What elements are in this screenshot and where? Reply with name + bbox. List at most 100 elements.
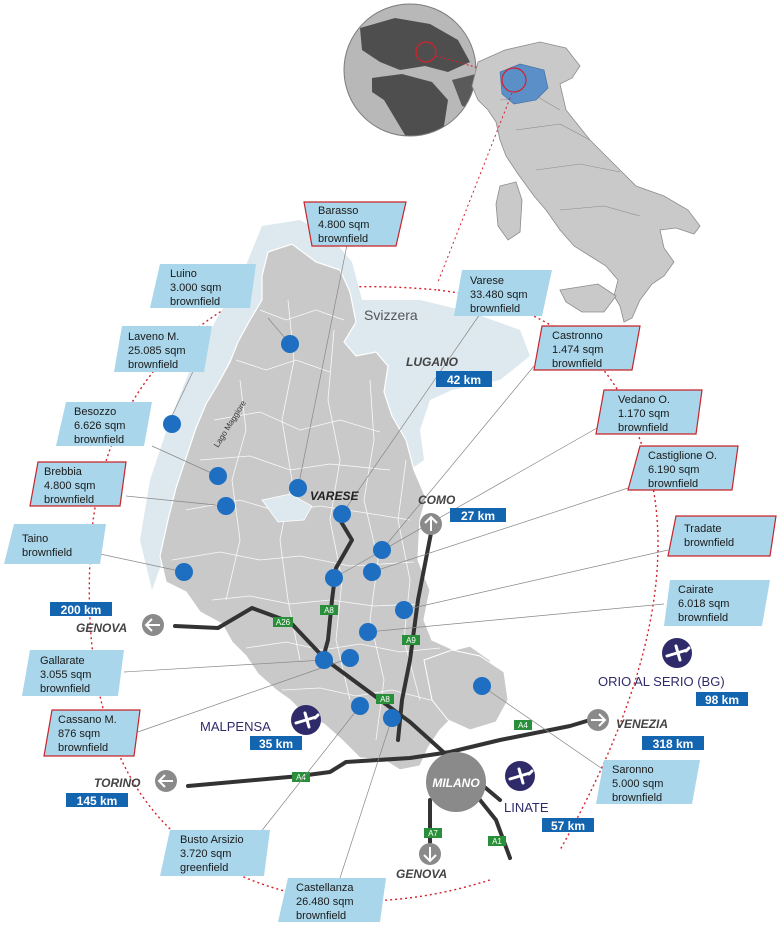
- svg-text:318 km: 318 km: [653, 737, 694, 751]
- svg-text:98 km: 98 km: [705, 693, 739, 707]
- svg-text:Taino: Taino: [22, 533, 48, 545]
- site-dot-busto[interactable]: [351, 697, 369, 715]
- callout-laveno[interactable]: Laveno M. 25.085 sqm brownfield: [114, 326, 212, 372]
- arrow-down-icon[interactable]: [419, 843, 441, 865]
- svg-text:33.480 sqm: 33.480 sqm: [470, 289, 527, 301]
- svg-text:5.000 sqm: 5.000 sqm: [612, 778, 663, 790]
- destination-lugano-name: LUGANO: [406, 355, 459, 369]
- italy-highlight-circle: [501, 67, 527, 93]
- site-dot-barasso[interactable]: [289, 479, 307, 497]
- destination-como-name: COMO: [418, 493, 456, 507]
- callout-saronno[interactable]: Saronno 5.000 sqm brownfield: [596, 760, 700, 804]
- callout-castellanza[interactable]: Castellanza 26.480 sqm brownfield: [278, 878, 386, 922]
- site-dot-gallarate[interactable]: [315, 651, 333, 669]
- site-dot-castellanza[interactable]: [383, 709, 401, 727]
- callout-cairate[interactable]: Cairate 6.018 sqm brownfield: [664, 580, 770, 626]
- svg-text:A4: A4: [518, 721, 528, 730]
- svg-text:brownfield: brownfield: [612, 792, 662, 804]
- svg-text:Vedano O.: Vedano O.: [618, 394, 670, 406]
- svg-text:brownfield: brownfield: [170, 296, 220, 308]
- svg-text:brownfield: brownfield: [74, 434, 124, 446]
- site-dot-laveno[interactable]: [163, 415, 181, 433]
- svg-text:Barasso: Barasso: [318, 205, 358, 217]
- site-dot-luino[interactable]: [281, 335, 299, 353]
- site-dot-taino[interactable]: [175, 563, 193, 581]
- arrow-up-icon[interactable]: [420, 513, 442, 535]
- arrow-left-icon[interactable]: [142, 614, 164, 636]
- site-dot-cairate[interactable]: [359, 623, 377, 641]
- callout-besozzo[interactable]: Besozzo 6.626 sqm brownfield: [56, 402, 152, 446]
- svg-text:Busto Arsizio: Busto Arsizio: [180, 834, 244, 846]
- airport-malpensa-name: MALPENSA: [200, 719, 271, 734]
- site-dot-besozzo[interactable]: [209, 467, 227, 485]
- svg-text:25.085 sqm: 25.085 sqm: [128, 345, 185, 357]
- airplane-icon[interactable]: [291, 705, 321, 735]
- svg-text:brownfield: brownfield: [296, 910, 346, 922]
- svg-text:A26: A26: [276, 618, 291, 627]
- site-dot-vedano[interactable]: [325, 569, 343, 587]
- distance-badge-genova-west: [50, 602, 112, 616]
- site-dot-brebbia[interactable]: [217, 497, 235, 515]
- svg-text:Luino: Luino: [170, 268, 197, 280]
- svg-text:brownfield: brownfield: [648, 478, 698, 490]
- svg-text:brownfield: brownfield: [58, 742, 108, 754]
- svg-text:4.800 sqm: 4.800 sqm: [44, 480, 95, 492]
- svg-text:26.480 sqm: 26.480 sqm: [296, 896, 353, 908]
- callout-castiglione[interactable]: Castiglione O. 6.190 sqm brownfield: [627, 445, 739, 491]
- callout-brebbia[interactable]: Brebbia 4.800 sqm brownfield: [29, 461, 127, 507]
- airplane-icon[interactable]: [505, 761, 535, 791]
- callout-castronno[interactable]: Castronno 1.474 sqm brownfield: [533, 325, 641, 371]
- highway-badge-a7: A7: [424, 828, 442, 838]
- callout-tradate[interactable]: Tradate brownfield: [667, 515, 777, 557]
- airport-orio-name: ORIO AL SERIO (BG): [598, 674, 725, 689]
- svg-text:Tradate: Tradate: [684, 523, 722, 535]
- svg-text:brownfield: brownfield: [318, 233, 368, 245]
- site-dot-saronno[interactable]: [473, 677, 491, 695]
- highway-badge-a26: A26: [273, 617, 293, 627]
- site-dot-castiglione[interactable]: [363, 563, 381, 581]
- distance-badge-orio: [696, 692, 748, 706]
- arrow-right-icon[interactable]: [587, 709, 609, 731]
- callout-busto[interactable]: Busto Arsizio 3.720 sqm greenfield: [160, 830, 270, 876]
- distance-badge-venezia: [642, 736, 704, 750]
- milano-hub[interactable]: MILANO: [426, 752, 486, 812]
- airplane-icon[interactable]: [662, 638, 692, 668]
- svg-text:42 km: 42 km: [447, 373, 481, 387]
- svg-text:A7: A7: [428, 829, 438, 838]
- airport-linate-name: LINATE: [504, 800, 549, 815]
- callout-cassano[interactable]: Cassano M. 876 sqm brownfield: [43, 709, 141, 757]
- highway-badge-a9: A9: [402, 635, 420, 645]
- highway-badge-a1: A1: [488, 836, 506, 846]
- svg-text:3.720 sqm: 3.720 sqm: [180, 848, 231, 860]
- svg-text:brownfield: brownfield: [22, 547, 72, 559]
- svg-text:Besozzo: Besozzo: [74, 406, 116, 418]
- callout-gallarate[interactable]: Gallarate 3.055 sqm brownfield: [22, 650, 124, 696]
- callout-vedano[interactable]: Vedano O. 1.170 sqm brownfield: [595, 389, 703, 435]
- svg-text:Castronno: Castronno: [552, 330, 603, 342]
- site-markers: [163, 335, 491, 727]
- callout-luino[interactable]: Luino 3.000 sqm brownfield: [150, 264, 256, 308]
- svg-text:brownfield: brownfield: [552, 358, 602, 370]
- svg-text:145 km: 145 km: [77, 794, 118, 808]
- connector-dotted: [435, 55, 501, 75]
- site-dot-castronno[interactable]: [373, 541, 391, 559]
- highway-badge-a8-south: A8: [376, 694, 394, 704]
- svg-text:Cairate: Cairate: [678, 584, 713, 596]
- site-dot-cassano[interactable]: [341, 649, 359, 667]
- svg-text:6.018 sqm: 6.018 sqm: [678, 598, 729, 610]
- arrow-left-icon[interactable]: [155, 770, 177, 792]
- svg-text:A8: A8: [324, 606, 334, 615]
- destination-genova-south-name: GENOVA: [396, 867, 447, 881]
- site-dot-tradate[interactable]: [395, 601, 413, 619]
- site-dot-varese[interactable]: [333, 505, 351, 523]
- svg-text:brownfield: brownfield: [40, 683, 90, 695]
- destination-venezia-name: VENEZIA: [616, 717, 668, 731]
- callout-taino[interactable]: Taino brownfield: [4, 524, 106, 564]
- svg-text:A1: A1: [492, 837, 502, 846]
- svg-text:A8: A8: [380, 695, 390, 704]
- callout-varese[interactable]: Varese 33.480 sqm brownfield: [454, 270, 552, 316]
- svg-text:Cassano M.: Cassano M.: [58, 714, 117, 726]
- svg-text:Brebbia: Brebbia: [44, 466, 83, 478]
- callout-barasso[interactable]: Barasso 4.800 sqm brownfield: [303, 201, 407, 247]
